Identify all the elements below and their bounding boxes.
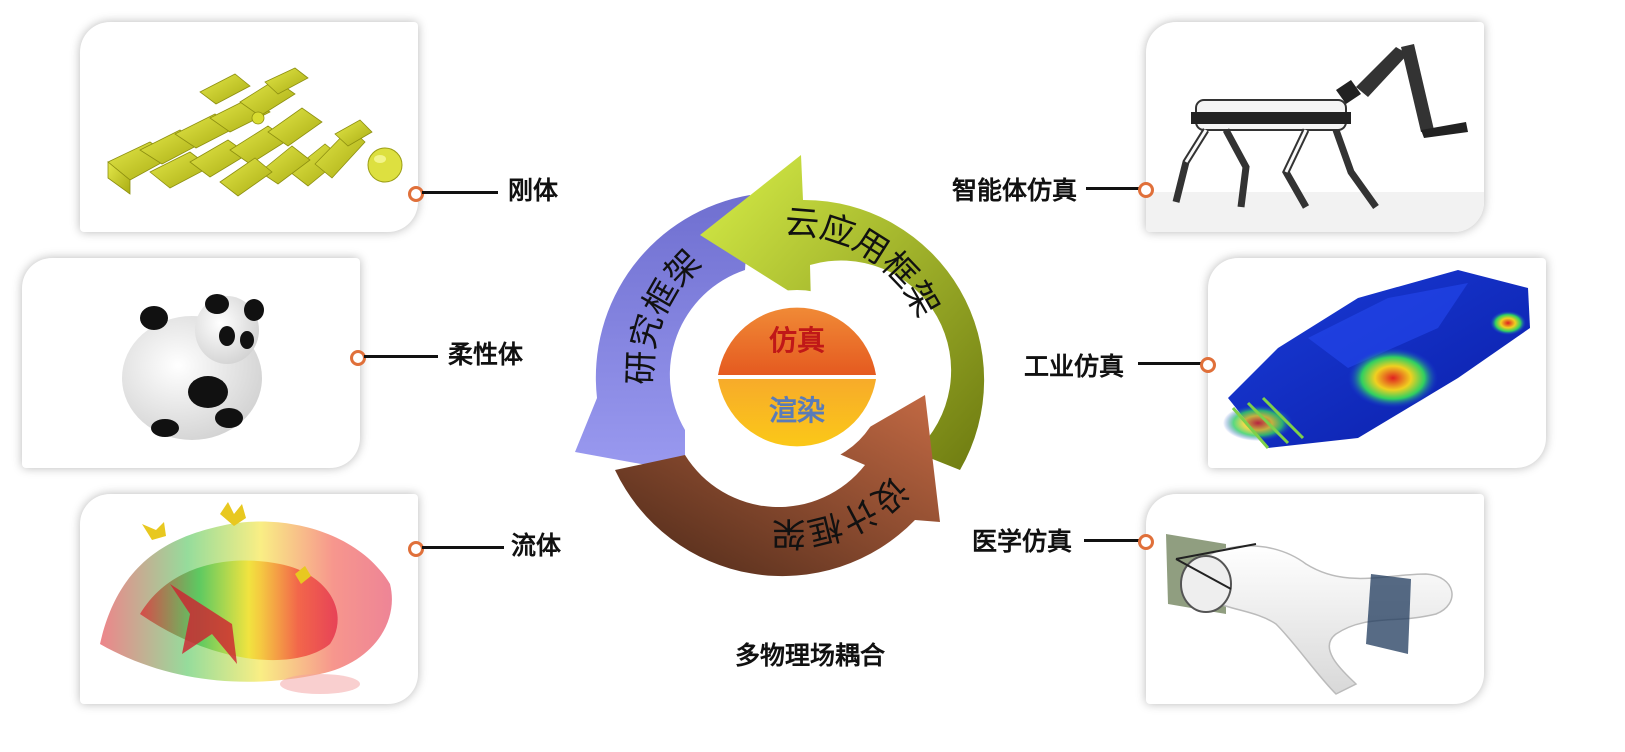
center-bottom-label: 渲染 — [769, 394, 825, 427]
connector-dot-agent — [1138, 182, 1154, 198]
connector-line-industrial — [1138, 362, 1202, 365]
soft-body-card — [22, 258, 360, 468]
industrial-sim-image — [1223, 270, 1530, 449]
cycle-arrow-research — [575, 195, 750, 472]
label-agent-sim: 智能体仿真 — [952, 176, 1078, 205]
agent-sim-image — [1146, 44, 1484, 232]
label-medical-sim: 医学仿真 — [972, 527, 1073, 556]
rigid-body-card — [80, 22, 418, 232]
industrial-sim-card — [1208, 258, 1546, 468]
connector-dot-fluid — [408, 541, 424, 557]
connector-line-medical — [1084, 539, 1140, 542]
connector-line-rigid — [422, 191, 498, 194]
framework-cycle: 研究框架 云应用框架 设计框架 仿真 渲染 — [575, 155, 985, 577]
label-rigid-body: 刚体 — [508, 176, 559, 205]
soft-body-image — [122, 294, 264, 440]
connector-dot-rigid — [408, 186, 424, 202]
center-bottom-half — [718, 379, 876, 447]
label-fluid: 流体 — [511, 531, 562, 560]
rigid-body-image — [107, 67, 403, 197]
connector-line-fluid — [422, 546, 504, 549]
fluid-card — [80, 494, 418, 704]
medical-sim-card — [1146, 494, 1484, 704]
caption-multiphysics: 多物理场耦合 — [734, 641, 885, 670]
agent-sim-card — [1146, 22, 1484, 232]
fluid-image — [100, 502, 392, 694]
connector-dot-industrial — [1200, 357, 1216, 373]
connector-dot-soft — [350, 350, 366, 366]
label-soft-body: 柔性体 — [448, 340, 524, 369]
connector-dot-medical — [1138, 534, 1154, 550]
cycle-arrow-cloud — [700, 155, 985, 470]
label-industrial-sim: 工业仿真 — [1024, 352, 1125, 381]
connector-line-agent — [1086, 187, 1140, 190]
center-top-label: 仿真 — [769, 324, 825, 357]
medical-sim-image — [1166, 534, 1453, 695]
connector-line-soft — [364, 355, 438, 358]
center-top-half — [718, 307, 876, 375]
